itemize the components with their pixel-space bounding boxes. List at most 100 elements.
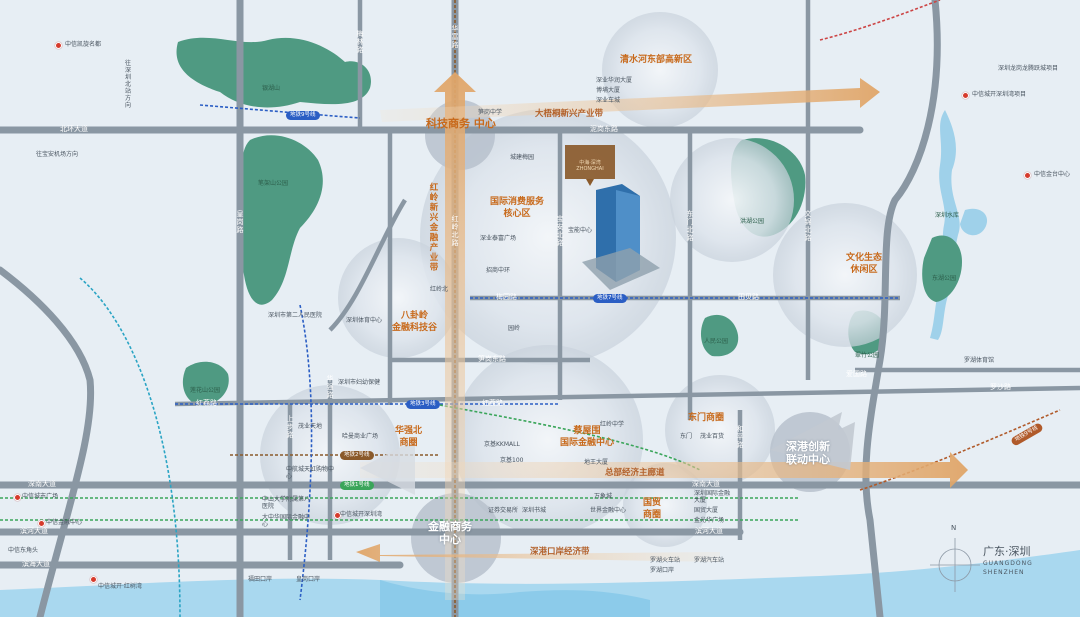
road-tianbei: 田贝路	[738, 293, 759, 301]
metro-line9[interactable]: 地铁9号线	[286, 111, 320, 120]
road-dongmen: 东门北路	[686, 210, 694, 242]
road-binhai: 滨海大道	[22, 560, 50, 568]
poi-label: 中信城市广场	[22, 493, 59, 500]
poi-label: 罗湖口岸	[650, 567, 675, 574]
metro-line3[interactable]: 地铁3号线	[406, 400, 440, 409]
road-meilin: 梅林路	[356, 30, 364, 54]
park-lianhua: 莲花山公园	[190, 387, 221, 394]
road-aiguo: 爱国路	[846, 370, 867, 378]
poi-label: 深圳市第二人民医院	[268, 312, 323, 319]
poi-label: 哈曼商业广场	[342, 433, 379, 440]
poi-pin[interactable]	[38, 520, 45, 527]
poi-label: 中信金台中心	[1034, 171, 1071, 178]
compass-icon	[939, 549, 971, 581]
road-shennan: 深南大道	[28, 480, 56, 488]
zone-bagualing: 八卦岭 金融科技谷	[392, 311, 438, 333]
road-hongling: 红岭北路	[451, 215, 459, 247]
poi-pin[interactable]	[55, 42, 62, 49]
poi-label: 深业泰富广场	[480, 235, 517, 242]
poi-label: 博埔大厦	[596, 87, 621, 94]
poi-label: 园岭	[508, 325, 521, 332]
poi-label: 红岭中学	[600, 421, 625, 428]
poi-label: 中信城开深圳湾项目	[972, 91, 1027, 98]
road-sungang: 笋岗东路	[478, 355, 506, 363]
road-luosha: 罗沙路	[990, 383, 1011, 391]
poi-label: 地王大厦	[584, 459, 609, 466]
poi-label: 万象城	[594, 493, 613, 500]
road-wenjin: 文锦北路	[804, 210, 812, 242]
zone-honglingxin: 红岭新兴金融产业带	[429, 183, 439, 273]
road-huafu: 华富路	[451, 25, 459, 49]
poi-label: 中航城天虹购物中心	[286, 466, 335, 480]
poi-label: 罗湖体育馆	[964, 357, 995, 364]
poi-label: 福田口岸	[248, 576, 273, 583]
poi-label: 京基100	[500, 457, 524, 464]
park-honghu: 洪湖公园	[740, 218, 765, 225]
park-water: 深圳水库	[935, 212, 960, 219]
road-hongli-east: 红荔路	[482, 399, 503, 407]
poi-pin[interactable]	[14, 494, 21, 501]
zone-kouan: 深港口岸经济带	[530, 547, 590, 557]
road-binhe-east: 滨河大道	[695, 527, 723, 535]
road-nihuan: 泥岗东路	[590, 125, 618, 133]
poi-pin[interactable]	[962, 92, 969, 99]
zone-zongbu: 总部经济主廊道	[605, 468, 665, 478]
poi-label: 东门	[680, 433, 693, 440]
project-sign-en: ZHONGHAI	[576, 166, 604, 172]
poi-label: 中信金融中心	[46, 519, 83, 526]
zone-qingshui: 清水河东部高新区	[620, 55, 693, 65]
poi-label: 宝能中心	[568, 227, 593, 234]
poi-label: 国贸大厦	[694, 507, 719, 514]
road-huaqiang: 华强路	[326, 375, 334, 399]
poi-label: 深业车城	[596, 97, 621, 104]
road-shangbu: 上步路	[286, 415, 294, 439]
zone-guoji: 国际消费服务 核心区	[490, 197, 545, 219]
poi-label: 罗湖汽车站	[694, 557, 725, 564]
road-meiyuan: 梅园路	[496, 293, 517, 301]
zone-jinrong: 金融商务 中心	[428, 520, 472, 546]
zone-guomao: 国贸 商圈	[643, 498, 662, 520]
poi-label: 京基KKMALL	[484, 441, 520, 448]
road-baoan: 宝安北路	[556, 215, 564, 247]
poi-label: 深圳书城	[522, 507, 547, 514]
poi-label: 深业华润大厦	[596, 77, 633, 84]
zone-wenhua: 文化生态 休闲区	[846, 253, 883, 275]
poi-pin[interactable]	[1024, 172, 1031, 179]
zone-keji: 科技商务 中心	[426, 117, 496, 130]
poi-label: 中山大学附属第八医院	[262, 496, 311, 510]
poi-label: 中信东角头	[8, 547, 39, 554]
poi-label: 罗湖火车站	[650, 557, 681, 564]
road-beihuan: 北环大道	[60, 125, 88, 133]
park-bijia: 笔架山公园	[258, 180, 289, 187]
metro-line2[interactable]: 地铁2号线	[340, 451, 374, 460]
road-shennan-east: 深南大道	[692, 480, 720, 488]
park-yinhu: 银湖山	[262, 85, 281, 92]
project-building	[582, 184, 660, 290]
poi-label: 世界金融中心	[590, 507, 627, 514]
road-binhe: 滨河大道	[20, 527, 48, 535]
poi-label: 茂业天地	[298, 423, 323, 430]
poi-label: 中信凯旋名都	[65, 41, 102, 48]
road-huangmu: 皇岗路	[236, 210, 244, 234]
poi-label: 往深圳北站方向	[125, 60, 132, 109]
road-heping: 和平路	[736, 425, 744, 449]
poi-label: 招商中环	[486, 267, 511, 274]
poi-label: 中信城开深圳湾	[340, 511, 383, 518]
poi-label: 茂业百货	[700, 433, 725, 440]
project-sign[interactable]: 中海·深湾 ZHONGHAI	[565, 160, 615, 172]
park-cuizhu: 翠竹公园	[855, 352, 880, 359]
poi-pin[interactable]	[90, 576, 97, 583]
zone-caiwuwei: 蔡屋围 国际金融中心	[560, 426, 615, 448]
zone-huaqiangbei: 华强北 商圈	[395, 426, 423, 448]
road-hongli: 红荔路	[196, 399, 217, 407]
poi-label: 深圳国际金融大厦	[694, 490, 731, 504]
zone-shengang: 深港创新 联动中心	[786, 440, 830, 466]
poi-pin[interactable]	[334, 512, 341, 519]
metro-line7[interactable]: 地铁7号线	[593, 294, 627, 303]
poi-label: 深圳龙岗龙腾跃城项目	[998, 65, 1059, 72]
poi-label: 红岭北	[430, 286, 449, 293]
metro-line1[interactable]: 地铁1号线	[340, 481, 374, 490]
poi-label: 城建梅园	[510, 154, 535, 161]
